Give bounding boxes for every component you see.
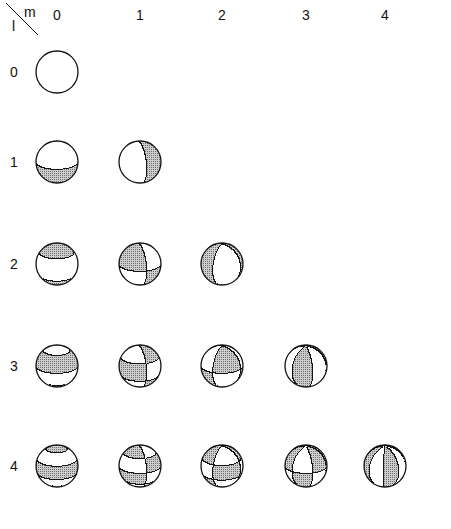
row-number: 2 (10, 256, 18, 272)
harmonic-sphere (32, 239, 82, 289)
harmonic-sphere (360, 441, 410, 491)
column-number: 4 (381, 7, 389, 23)
harmonic-sphere (281, 341, 331, 391)
harmonic-sphere (197, 341, 247, 391)
harmonic-sphere (32, 441, 82, 491)
harmonic-sphere (281, 441, 331, 491)
column-number: 2 (218, 7, 226, 23)
harmonic-sphere (197, 239, 247, 289)
diagonal-line (6, 3, 38, 35)
row-number: 1 (10, 154, 18, 170)
axis-label: l (12, 18, 15, 34)
column-number: 0 (53, 7, 61, 23)
harmonic-sphere (32, 47, 82, 97)
harmonic-sphere (197, 441, 247, 491)
harmonic-sphere (115, 341, 165, 391)
harmonic-sphere (115, 239, 165, 289)
harmonic-sphere (115, 137, 165, 187)
harmonic-sphere (32, 341, 82, 391)
column-number: 1 (136, 7, 144, 23)
row-number: 3 (10, 358, 18, 374)
row-number: 0 (10, 64, 18, 80)
axis-label: m (24, 4, 36, 20)
harmonic-sphere (32, 137, 82, 187)
column-number: 3 (302, 7, 310, 23)
row-number: 4 (10, 458, 18, 474)
harmonic-sphere (115, 441, 165, 491)
